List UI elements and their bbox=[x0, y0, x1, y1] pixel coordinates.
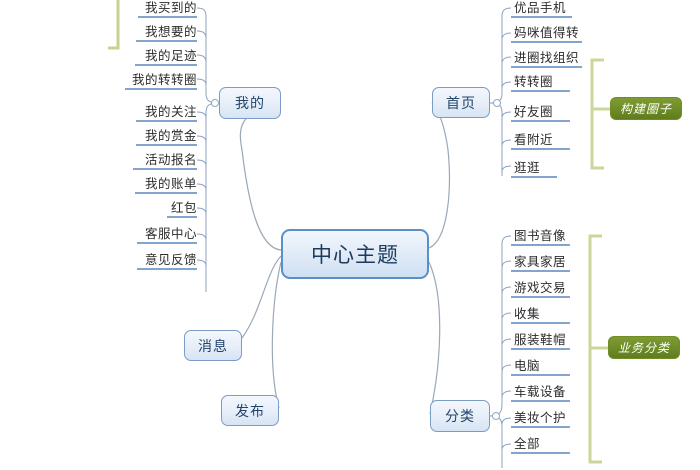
leaf-category-5[interactable]: 电脑 bbox=[514, 358, 540, 374]
branch-node-message[interactable]: 消息 bbox=[184, 330, 242, 361]
leaf-home-2[interactable]: 进圈找组织 bbox=[514, 50, 579, 66]
leaf-label: 活动报名 bbox=[144, 152, 197, 167]
leaf-label: 服装鞋帽 bbox=[514, 332, 567, 347]
leaf-home-0[interactable]: 优品手机 bbox=[514, 0, 566, 16]
leaf-label: 我买到的 bbox=[144, 0, 197, 15]
leaf-label: 优品手机 bbox=[514, 0, 567, 15]
leaf-home-5[interactable]: 看附近 bbox=[514, 132, 553, 148]
leaf-label: 意见反馈 bbox=[144, 252, 197, 267]
collapse-dot-category[interactable] bbox=[492, 412, 500, 420]
leaf-mine-2[interactable]: 我的足迹 bbox=[97, 48, 197, 64]
branch-node-mine[interactable]: 我的 bbox=[219, 87, 281, 119]
leaf-label: 美妆个护 bbox=[514, 410, 567, 425]
summary-label-business-category[interactable]: 业务分类 bbox=[608, 336, 680, 359]
summary-text: 业务分类 bbox=[617, 341, 670, 355]
leaf-mine-7[interactable]: 我的账单 bbox=[97, 176, 197, 192]
leaf-label: 我的足迹 bbox=[144, 48, 197, 63]
leaf-mine-1[interactable]: 我想要的 bbox=[97, 24, 197, 40]
branch-label-message: 消息 bbox=[198, 338, 228, 355]
leaf-label: 我的转转圈 bbox=[131, 72, 197, 87]
leaf-label: 妈咪值得转 bbox=[514, 25, 580, 40]
leaf-category-0[interactable]: 图书音像 bbox=[514, 228, 566, 244]
leaf-home-3[interactable]: 转转圈 bbox=[514, 74, 553, 90]
leaf-label: 我想要的 bbox=[144, 24, 197, 39]
leaf-label: 进圈找组织 bbox=[514, 50, 580, 65]
summary-label-build-circle[interactable]: 构建圈子 bbox=[610, 97, 682, 120]
leaf-home-6[interactable]: 逛逛 bbox=[514, 160, 540, 176]
leaf-label: 全部 bbox=[514, 436, 541, 451]
branch-label-home: 首页 bbox=[446, 95, 476, 112]
branch-label-mine: 我的 bbox=[235, 96, 265, 112]
leaf-mine-0[interactable]: 我买到的 bbox=[97, 0, 197, 16]
leaf-category-3[interactable]: 收集 bbox=[514, 306, 540, 322]
leaf-label: 逛逛 bbox=[514, 160, 541, 175]
leaf-category-8[interactable]: 全部 bbox=[514, 436, 540, 452]
leaf-label: 车载设备 bbox=[514, 384, 567, 399]
leaf-label: 我的赏金 bbox=[144, 128, 197, 143]
branch-node-home[interactable]: 首页 bbox=[432, 87, 490, 118]
leaf-label: 转转圈 bbox=[514, 74, 554, 89]
central-topic-node[interactable]: 中心主题 bbox=[281, 229, 429, 279]
leaf-mine-10[interactable]: 意见反馈 bbox=[97, 252, 197, 268]
leaf-mine-8[interactable]: 红包 bbox=[97, 200, 197, 216]
leaf-label: 收集 bbox=[514, 306, 541, 321]
branch-label-category: 分类 bbox=[445, 409, 475, 425]
summary-text: 构建圈子 bbox=[619, 102, 672, 116]
leaf-label: 图书音像 bbox=[514, 228, 567, 243]
central-topic-label: 中心主题 bbox=[311, 243, 399, 267]
leaf-home-1[interactable]: 妈咪值得转 bbox=[514, 25, 579, 41]
leaf-category-6[interactable]: 车载设备 bbox=[514, 384, 566, 400]
collapse-dot-home[interactable] bbox=[493, 99, 501, 107]
leaf-mine-5[interactable]: 我的赏金 bbox=[97, 128, 197, 144]
leaf-label: 我的关注 bbox=[144, 104, 197, 119]
leaf-label: 电脑 bbox=[514, 358, 541, 373]
leaf-label: 好友圈 bbox=[514, 104, 554, 119]
branch-node-category[interactable]: 分类 bbox=[430, 400, 490, 432]
leaf-mine-3[interactable]: 我的转转圈 bbox=[97, 72, 197, 88]
leaf-label: 看附近 bbox=[514, 132, 554, 147]
leaf-home-4[interactable]: 好友圈 bbox=[514, 104, 553, 120]
leaf-category-4[interactable]: 服装鞋帽 bbox=[514, 332, 566, 348]
leaf-label: 家具家居 bbox=[514, 254, 567, 269]
leaf-mine-4[interactable]: 我的关注 bbox=[97, 104, 197, 120]
leaf-label: 游戏交易 bbox=[514, 280, 567, 295]
collapse-dot-mine[interactable] bbox=[211, 99, 219, 107]
leaf-label: 红包 bbox=[170, 200, 197, 215]
leaf-category-7[interactable]: 美妆个护 bbox=[514, 410, 566, 426]
leaf-label: 客服中心 bbox=[144, 226, 197, 241]
leaf-mine-9[interactable]: 客服中心 bbox=[97, 226, 197, 242]
branch-label-publish: 发布 bbox=[235, 403, 265, 420]
branch-node-publish[interactable]: 发布 bbox=[221, 395, 279, 426]
leaf-mine-6[interactable]: 活动报名 bbox=[97, 152, 197, 168]
leaf-label: 我的账单 bbox=[144, 176, 197, 191]
leaf-category-1[interactable]: 家具家居 bbox=[514, 254, 566, 270]
leaf-category-2[interactable]: 游戏交易 bbox=[514, 280, 566, 296]
